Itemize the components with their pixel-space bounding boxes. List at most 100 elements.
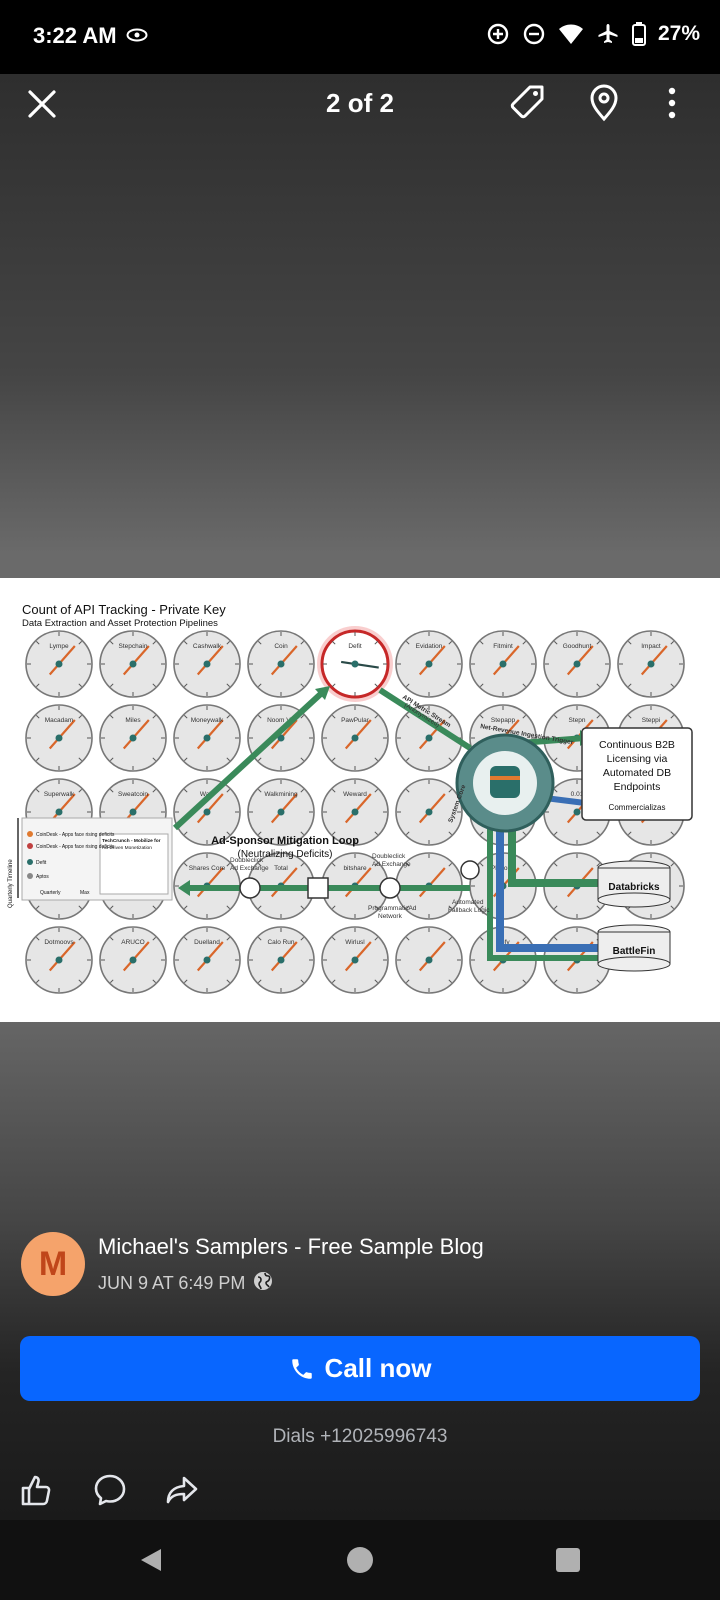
status-time: 3:22 AM	[33, 23, 117, 48]
gauge-label: Cashwalk	[193, 643, 222, 650]
gauge: Goodhunt	[543, 630, 611, 698]
doubleclick-label-2: Doubleclick	[372, 853, 406, 860]
gauge: Impact	[617, 630, 685, 698]
call-now-label: Call now	[324, 1353, 432, 1383]
arrow-api-stream	[378, 687, 472, 751]
thumbs-up-icon	[21, 1475, 51, 1506]
fallback-label-1: Automated	[452, 899, 484, 906]
gauge-label: Dotmoovs	[44, 939, 74, 946]
gauge-label: Macadam	[45, 717, 74, 724]
comment-button[interactable]	[88, 1468, 132, 1512]
gauge: Macadam	[25, 704, 93, 772]
share-icon	[166, 1476, 198, 1504]
gauge-label: Lympe	[49, 643, 69, 650]
avatar[interactable]: M	[21, 1232, 85, 1296]
home-circle-icon	[347, 1547, 373, 1573]
eye-icon	[126, 28, 148, 47]
legend-entry-4: Aptos	[36, 874, 49, 880]
legend-quarterly: Quarterly	[40, 890, 61, 896]
back-triangle-icon	[141, 1549, 161, 1571]
status-bar: 3:22 AM 27%	[0, 0, 720, 74]
gauge-label: Weward	[343, 791, 367, 798]
legend-entry-3: Defit	[36, 860, 47, 866]
gauge-label: ARUCO	[121, 939, 144, 946]
gauge-label: Stepn	[569, 717, 586, 724]
tag-button[interactable]	[508, 83, 548, 123]
post-meta: JUN 9 AT 6:49 PM	[98, 1271, 273, 1296]
legend-entry-2: CoinDesk - Apps face rising deficits	[36, 844, 115, 850]
gauge: Coin	[247, 630, 315, 698]
b2b-box	[581, 727, 693, 821]
gauge-label: Superwalk	[44, 791, 75, 798]
pipe-blue	[496, 818, 600, 952]
techcrunch-line-2: Ad-Driven Monetization	[102, 845, 152, 851]
phone-icon	[291, 1358, 312, 1379]
battery-percent: 27%	[657, 22, 700, 45]
gauge: Walkmining	[247, 778, 315, 846]
gauge: PawPular	[321, 704, 389, 772]
gauge: Moneywalk	[173, 704, 241, 772]
data-saver-icon	[486, 22, 510, 46]
gauge	[395, 926, 463, 994]
home-button[interactable]	[340, 1540, 380, 1580]
gauge-label: Fitmint	[493, 643, 513, 650]
gauge-label: Shares Core	[189, 865, 226, 872]
loop-subtitle: (Neutralizing Deficits)	[237, 849, 332, 860]
call-now-button[interactable]: Call now	[20, 1336, 700, 1401]
close-button[interactable]	[24, 86, 60, 122]
share-button[interactable]	[160, 1468, 204, 1512]
gauge-label: Calo Run	[267, 939, 294, 946]
quarterly-timeline-label: Quarterly Timeline	[8, 859, 14, 908]
post-date: JUN 9 AT 6:49 PM	[98, 1273, 246, 1293]
gauge-label: Impact	[641, 643, 661, 650]
back-button[interactable]	[131, 1540, 171, 1580]
legend-entry-1: CoinDesk - Apps face rising deficits	[36, 832, 115, 838]
do-not-disturb-icon	[522, 22, 546, 46]
b2b-line-4: Endpoints	[614, 781, 661, 793]
gauge-label: Total	[274, 865, 288, 872]
gauge: ARUCO	[99, 926, 167, 994]
more-options-button[interactable]	[664, 83, 680, 123]
gauge-label: 0.01	[571, 791, 584, 798]
pipe-green	[508, 818, 600, 887]
gauge-label: Stepchain	[119, 643, 148, 650]
battery-icon	[631, 22, 646, 46]
gauge: Defit	[317, 626, 393, 702]
avatar-letter: M	[38, 1244, 68, 1283]
gauge-label: Steppi	[642, 717, 660, 724]
recents-button[interactable]	[548, 1540, 588, 1580]
gauge: Fitmint	[469, 630, 537, 698]
adexchange-label-1: Ad Exchange	[230, 865, 269, 872]
gauge: Evidation	[395, 630, 463, 698]
dials-text: Dials +12025996743	[272, 1426, 448, 1447]
wifi-icon	[558, 23, 584, 45]
gauge-label: Sweatcoin	[118, 791, 148, 798]
close-icon	[28, 90, 56, 118]
arrow-head	[178, 880, 190, 896]
gauge-label: Moneywalk	[191, 717, 224, 724]
status-icons: 27%	[486, 22, 700, 46]
gauge: Miles	[99, 704, 167, 772]
database-stripe	[490, 776, 520, 780]
gauge: Wirlusl	[321, 926, 389, 994]
techcrunch-card	[99, 833, 169, 895]
like-button[interactable]	[14, 1468, 58, 1512]
photo-chart-subtitle: Data Extraction and Asset Protection Pip…	[22, 618, 218, 629]
b2b-line-3: Automated DB	[603, 767, 671, 779]
pipe-green-2	[487, 818, 600, 961]
gauge-label: Wirlusl	[345, 939, 365, 946]
fallback-label-2: Fallback Logic	[448, 907, 490, 914]
b2b-line-1: Continuous B2B	[599, 739, 675, 751]
reaction-bar	[0, 1468, 720, 1518]
page-name-link[interactable]: Michael's Samplers - Free Sample Blog	[98, 1234, 484, 1259]
viewer-top-bar: 2 of 2	[0, 74, 720, 134]
globe-icon	[253, 1271, 273, 1296]
gauge-label: Stepapp	[491, 717, 516, 724]
programmatic-label: ProgrammaticAd	[368, 905, 417, 912]
gauge: Dotmoovs	[25, 926, 93, 994]
location-button[interactable]	[588, 83, 620, 123]
gauge-label: Duelland	[194, 939, 220, 946]
b2b-sublabel: Commercializas	[609, 803, 666, 812]
location-pin-icon	[590, 84, 618, 122]
